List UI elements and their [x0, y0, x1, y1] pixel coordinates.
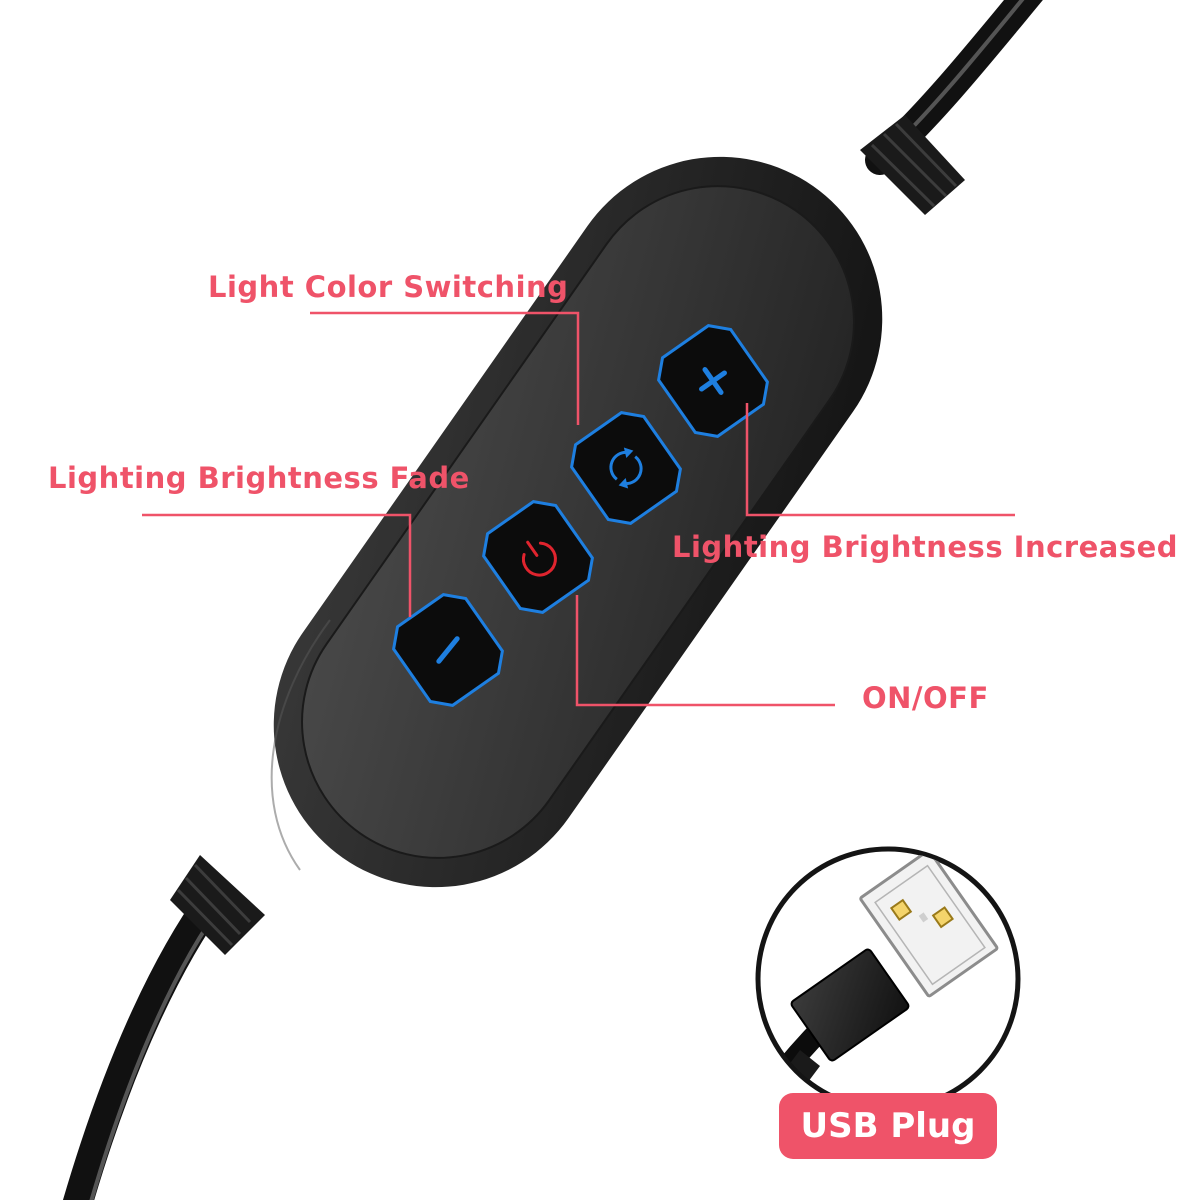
- color-switch-button[interactable]: [562, 403, 689, 532]
- cable-bottom-highlight: [89, 898, 227, 1200]
- label-light-color-switching: Light Color Switching: [208, 270, 569, 304]
- strain-relief-bottom: [170, 855, 265, 955]
- plus-icon: [699, 367, 727, 395]
- callout-line-brightness-increase: [745, 403, 1015, 517]
- label-lighting-brightness-increased: Lighting Brightness Increased: [672, 530, 1179, 564]
- callout-line-color-switch: [310, 311, 580, 425]
- refresh-icon: [609, 447, 643, 489]
- minus-icon: [436, 636, 460, 664]
- label-lighting-brightness-fade: Lighting Brightness Fade: [48, 461, 470, 495]
- controller-body: [270, 156, 883, 888]
- callout-lines: [142, 311, 1015, 707]
- usb-plug-label: USB Plug: [800, 1106, 976, 1146]
- usb-plug-badge: USB Plug: [779, 1093, 997, 1159]
- callout-line-brightness-fade: [142, 513, 412, 617]
- usb-inset: [755, 846, 1021, 1112]
- minus-button[interactable]: [384, 585, 511, 714]
- callout-line-on-off: [575, 595, 835, 707]
- label-on-off: ON/OFF: [862, 681, 989, 715]
- power-icon: [521, 540, 557, 577]
- power-button[interactable]: [474, 492, 601, 621]
- strain-relief-top: [860, 115, 965, 215]
- plus-button[interactable]: [649, 316, 776, 445]
- cable-bottom: [62, 880, 230, 1200]
